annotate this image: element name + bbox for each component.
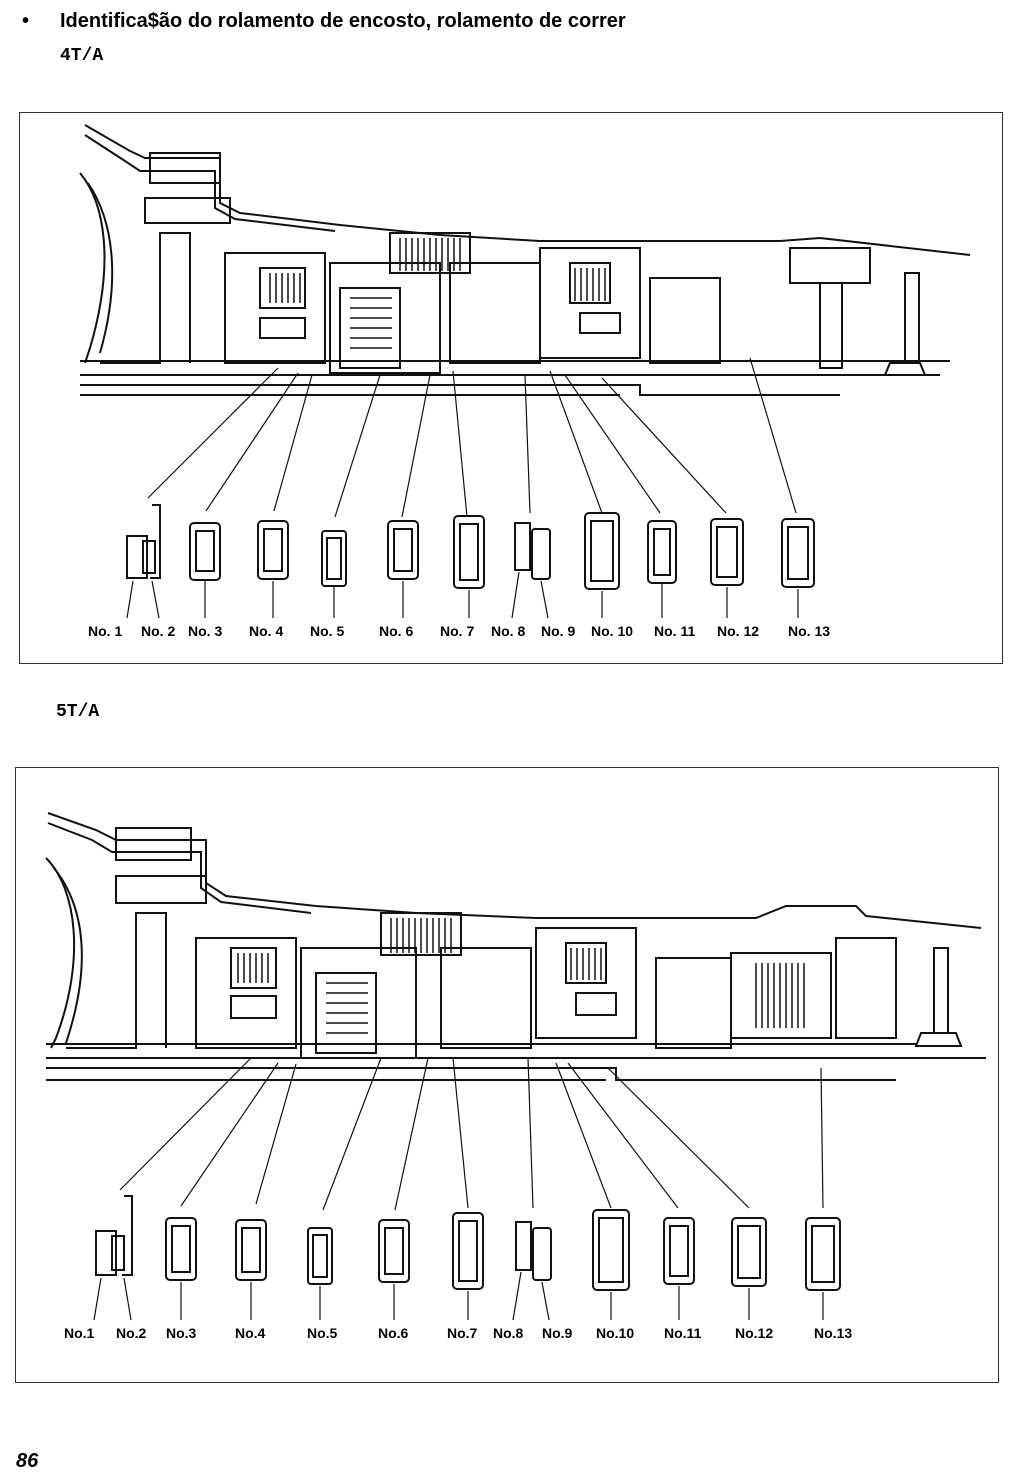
label-4ta: 4T/A [60, 46, 104, 66]
page-number: 86 [16, 1450, 39, 1472]
bearing-label: No. 5 [310, 623, 344, 639]
bearing-label: No.12 [735, 1325, 773, 1341]
bearing-label: No. 10 [591, 623, 633, 639]
bearing-label: No. 13 [788, 623, 830, 639]
bearing-label: No.9 [542, 1325, 573, 1341]
figure-4ta: No. 1 No. 2 No. 3 No. 4 No. 5 No. 6 No. … [19, 112, 1003, 664]
heading-title: Identifica$ão do rolamento de encosto, r… [60, 10, 626, 32]
bullet: • [22, 10, 30, 32]
bearing-label: No.10 [596, 1325, 634, 1341]
bearing-label: No.13 [814, 1325, 852, 1341]
bearing-label: No. 2 [141, 623, 175, 639]
label-5ta: 5T/A [56, 702, 100, 722]
bearing-label: No. 6 [379, 623, 413, 639]
bearing-label: No. 3 [188, 623, 222, 639]
diagram-4ta: No. 1 No. 2 No. 3 No. 4 No. 5 No. 6 No. … [79, 124, 971, 639]
bearing-label: No.3 [166, 1325, 197, 1341]
bearing-label: No.6 [378, 1325, 409, 1341]
bearing-label: No. 1 [88, 623, 122, 639]
bearing-label: No.7 [447, 1325, 478, 1341]
figure-5ta: No.1 No.2 No.3 No.4 No.5 No.6 No.7 No.8 … [15, 767, 999, 1383]
bearing-label: No. 8 [491, 623, 525, 639]
bearing-label: No.4 [235, 1325, 266, 1341]
bearing-label: No.8 [493, 1325, 524, 1341]
bearing-label: No.2 [116, 1325, 147, 1341]
bearing-label: No.5 [307, 1325, 338, 1341]
bearing-label: No. 4 [249, 623, 283, 639]
diagram-5ta: No.1 No.2 No.3 No.4 No.5 No.6 No.7 No.8 … [45, 812, 986, 1341]
bearing-label: No. 12 [717, 623, 759, 639]
bearing-label: No. 11 [654, 623, 695, 639]
bearing-label: No.1 [64, 1325, 95, 1341]
bearing-label: No.11 [664, 1325, 702, 1341]
bearing-label: No. 9 [541, 623, 575, 639]
bearing-label: No. 7 [440, 623, 474, 639]
